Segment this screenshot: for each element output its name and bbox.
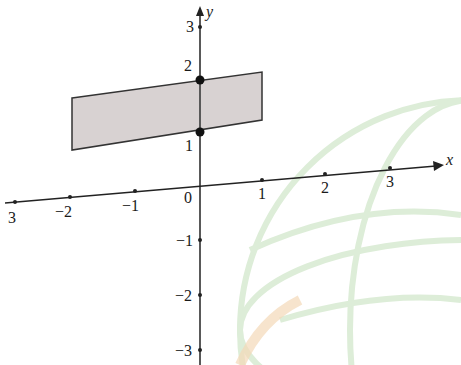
tick-label: 2 — [321, 180, 329, 196]
tick-label: 0 — [184, 190, 192, 206]
x-axis — [5, 166, 436, 203]
tick-label: 2 — [184, 58, 192, 74]
tick-label: −1 — [176, 233, 193, 249]
tick-label: −2 — [55, 204, 72, 220]
y-axis — [199, 12, 201, 365]
axis-name: x — [446, 152, 453, 168]
tick-label: −1 — [122, 198, 139, 214]
point-dot — [196, 128, 205, 137]
tick-dots — [13, 25, 392, 352]
tick-label: −2 — [175, 288, 192, 304]
tick-label: 3 — [386, 174, 394, 190]
shaded-rectangle — [72, 72, 262, 150]
tick-label: 1 — [258, 186, 266, 202]
tick-label: 1 — [185, 138, 193, 154]
tick-label: 3 — [186, 19, 194, 35]
tick-label: 3 — [8, 210, 16, 226]
point-dot — [196, 76, 205, 85]
globe-watermark — [240, 100, 461, 365]
axis-name: y — [206, 4, 213, 20]
tick-label: −3 — [175, 343, 192, 359]
